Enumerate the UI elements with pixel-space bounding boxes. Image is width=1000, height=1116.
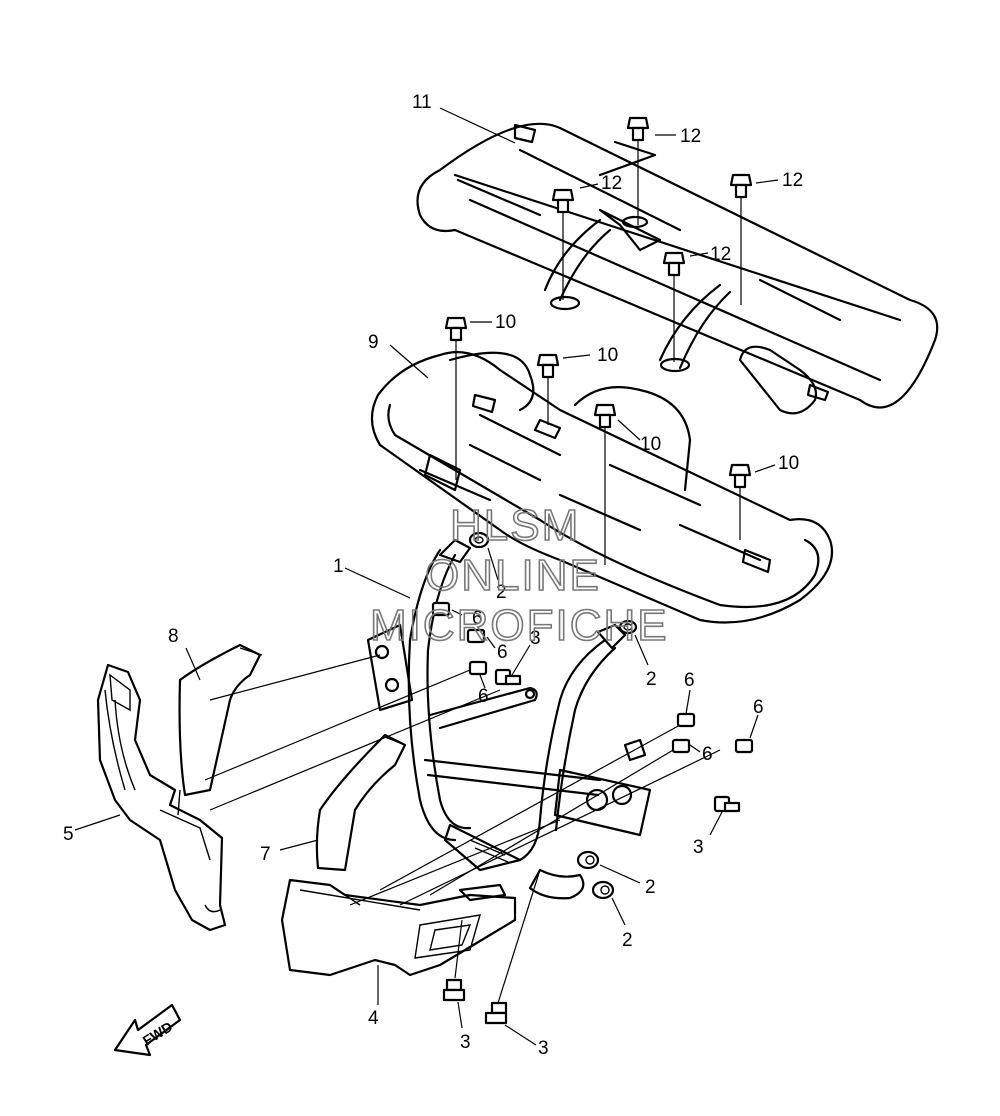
- watermark-line-2: ONLINE: [425, 551, 601, 600]
- callout-12: 12: [782, 170, 803, 191]
- callouts: 11 12 12 12 12 9 10 10 10 10 1 2 2 2 2 6…: [63, 92, 803, 1059]
- bolt-10d: [728, 463, 752, 540]
- callout-10: 10: [778, 453, 799, 474]
- small-parts: [431, 531, 754, 1025]
- callout-4: 4: [368, 1008, 379, 1029]
- callout-10: 10: [597, 345, 618, 366]
- pad-mount-line: [209, 654, 381, 701]
- callout-6: 6: [497, 642, 508, 663]
- callout-10: 10: [640, 434, 661, 455]
- callout-6: 6: [472, 608, 483, 629]
- bolt-12b: [551, 188, 575, 300]
- rear-carrier: [416, 122, 939, 415]
- watermark: HLSM ONLINE MICROFICHE: [369, 500, 669, 651]
- callout-11: 11: [412, 92, 432, 113]
- leader-lines: [74, 107, 779, 1046]
- fwd-arrow: FWD: [113, 1003, 182, 1057]
- pad-mount-line: [349, 819, 561, 906]
- callout-1: 1: [333, 556, 344, 577]
- bolt-10a: [444, 316, 468, 480]
- callout-8: 8: [168, 626, 179, 647]
- pad-mount-line: [429, 739, 691, 896]
- callout-6: 6: [702, 744, 713, 765]
- pad-mount-line: [399, 749, 721, 906]
- callout-3: 3: [460, 1032, 471, 1053]
- callout-6: 6: [684, 670, 695, 691]
- bolt-10b: [536, 353, 560, 425]
- callout-2: 2: [646, 669, 657, 690]
- callout-12: 12: [601, 173, 622, 194]
- callout-3: 3: [538, 1038, 549, 1059]
- watermark-line-1: HLSM: [450, 501, 580, 550]
- callout-2: 2: [645, 877, 656, 898]
- callout-6: 6: [478, 686, 489, 707]
- callout-12: 12: [680, 126, 701, 147]
- callout-5: 5: [63, 824, 74, 845]
- callout-6: 6: [753, 697, 764, 718]
- bolts: [444, 116, 753, 565]
- bolt-12a: [626, 116, 650, 225]
- front-guard-frame: [366, 538, 652, 900]
- callout-10: 10: [495, 312, 516, 333]
- watermark-line-3: MICROFICHE: [370, 601, 669, 650]
- callout-7: 7: [260, 844, 271, 865]
- lower-left-pad: [315, 733, 407, 872]
- callout-12: 12: [710, 244, 731, 265]
- bolt-12d: [662, 251, 686, 362]
- pad-mount-line: [209, 689, 501, 811]
- pad-mount-line: [379, 724, 681, 891]
- front-guard-left-end: [96, 663, 227, 932]
- bolt-12c: [729, 173, 753, 305]
- callout-3: 3: [530, 628, 541, 649]
- pad-mount-line: [204, 669, 471, 781]
- callout-2: 2: [496, 582, 507, 603]
- front-carrier: [370, 351, 834, 624]
- callout-3: 3: [693, 837, 704, 858]
- upper-left-pad: [178, 643, 263, 797]
- front-guard-center: [280, 878, 517, 977]
- callout-2: 2: [622, 930, 633, 951]
- bolt-10c: [593, 403, 617, 565]
- callout-9: 9: [368, 332, 379, 353]
